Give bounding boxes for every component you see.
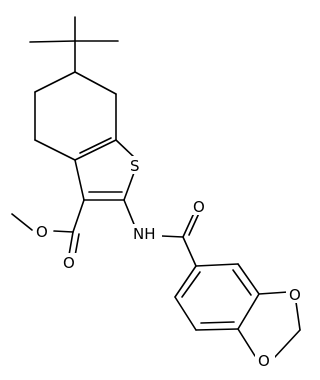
bond: [161, 235, 184, 238]
bond: [195, 263, 239, 267]
bond: [74, 233, 80, 257]
bond: [181, 271, 201, 298]
bond: [174, 265, 197, 298]
bond: [74, 159, 85, 201]
sulfur-atom-label: S: [130, 157, 140, 175]
bond: [53, 230, 74, 233]
bond: [237, 263, 260, 295]
bond: [72, 199, 85, 233]
bond: [258, 291, 289, 295]
bond: [273, 329, 301, 359]
bond: [74, 139, 117, 161]
bond: [123, 169, 136, 201]
bond: [174, 296, 197, 331]
bond: [195, 328, 239, 331]
bond: [182, 212, 195, 238]
bond: [68, 231, 74, 256]
bond: [79, 137, 112, 154]
bond: [182, 236, 197, 267]
ester-methoxy-oxygen-label: O: [36, 223, 48, 241]
bond: [295, 301, 301, 331]
dioxole-upper-oxygen-label: O: [289, 286, 301, 304]
molecule-diagram: S NH O O O O O: [11, 16, 301, 370]
bond: [232, 269, 252, 296]
bond: [74, 71, 117, 95]
bond: [11, 213, 33, 231]
dioxole-lower-oxygen-label: O: [258, 352, 270, 370]
bond: [29, 40, 76, 43]
bond: [200, 321, 235, 324]
structure-svg: S NH O O O O O: [11, 16, 301, 370]
bond: [34, 71, 76, 93]
nh-atom-label: NH: [133, 225, 156, 243]
bond: [34, 139, 76, 161]
bond: [237, 293, 260, 330]
ester-carbonyl-oxygen-label: O: [63, 254, 75, 272]
bond: [237, 328, 256, 357]
bond: [115, 139, 136, 159]
amide-oxygen-label: O: [193, 198, 205, 216]
